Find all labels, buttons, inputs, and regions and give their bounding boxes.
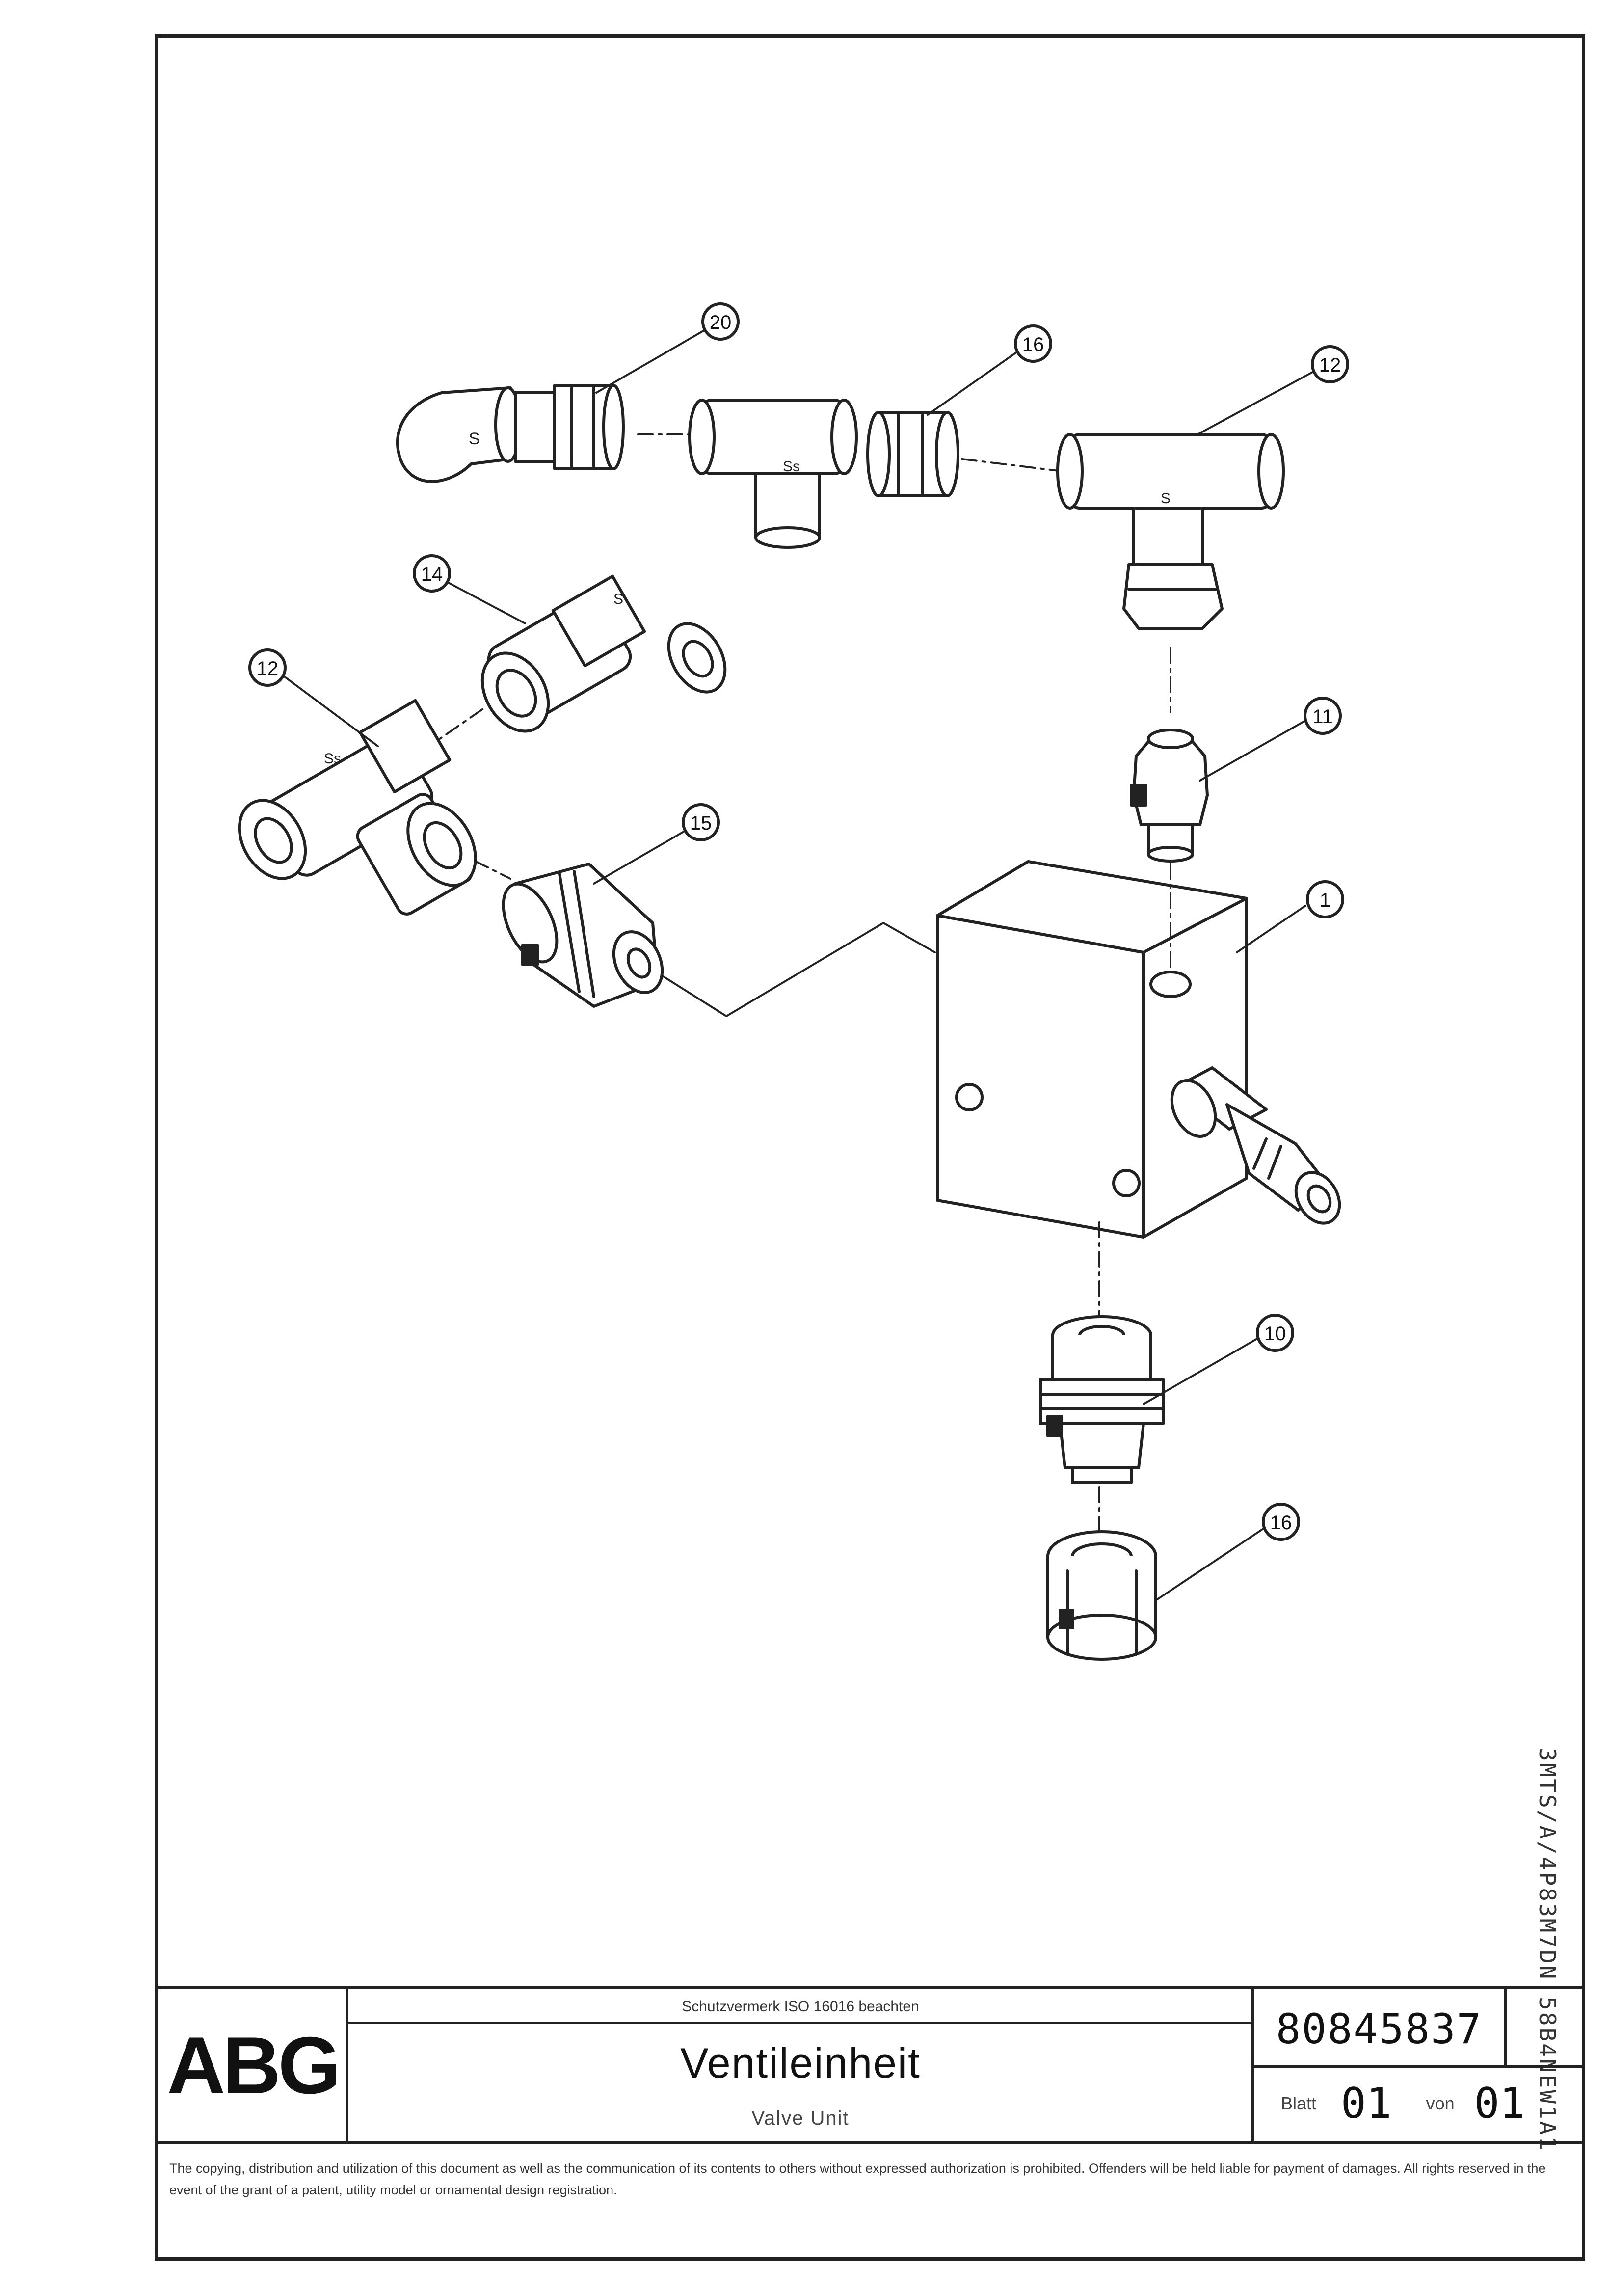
valve-block <box>936 860 1341 1239</box>
callout-label: 16 <box>1022 334 1044 355</box>
callout-bubble: 15 <box>682 803 720 841</box>
callout-bubble: 16 <box>1014 324 1052 363</box>
svg-text:S: S <box>613 591 623 607</box>
copyright-notice: The copying, distribution and utilizatio… <box>169 2161 1546 2197</box>
drawing-frame <box>155 34 1585 2261</box>
series-line: Schutzvermerk ISO 16016 beachten <box>682 1999 919 2015</box>
callout-label: 12 <box>1319 354 1341 376</box>
sheet-total: 01 <box>1474 2079 1525 2128</box>
callout-label: 14 <box>421 564 443 585</box>
adapter-fitting-10 <box>1039 1315 1165 1484</box>
callout-bubble: 16 <box>1262 1503 1300 1541</box>
svg-text:S: S <box>1161 490 1171 507</box>
adapter-fitting-11 <box>1130 729 1209 863</box>
callout-bubble: 20 <box>701 302 740 341</box>
union-nut-16 <box>1046 1530 1157 1661</box>
callout-label: 10 <box>1264 1323 1286 1345</box>
tee-fitting-12-left: Ss <box>238 699 477 916</box>
elbow-fitting: S <box>396 384 625 483</box>
svg-text:Ss: Ss <box>324 751 341 767</box>
callout-label: 1 <box>1320 890 1330 911</box>
callout-bubble: 12 <box>1311 345 1349 383</box>
sheet-info: Blatt 01 von 01 <box>1254 2067 1583 2140</box>
callout-bubble: 1 <box>1306 880 1344 918</box>
callout-bubble: 14 <box>413 554 451 593</box>
title-block-grid <box>155 1986 1584 2144</box>
callout-label: 15 <box>690 812 712 834</box>
svg-text:S: S <box>469 430 480 448</box>
tee-fitting-14: S <box>480 574 727 733</box>
callout-label: 16 <box>1270 1512 1292 1534</box>
tee-fitting-middle: Ss <box>688 399 959 549</box>
svg-text:Ss: Ss <box>783 459 800 475</box>
callout-leaders <box>281 328 1316 1601</box>
sheet-number: 01 <box>1341 2079 1392 2128</box>
drawing-title-english: Valve Unit <box>751 2107 850 2129</box>
drawing-title-german: Ventileinheit <box>680 2039 921 2087</box>
callout-label: 12 <box>257 658 279 679</box>
block-side-fitting <box>1170 1066 1341 1225</box>
sheet-label: Blatt <box>1281 2093 1317 2113</box>
callout-label: 11 <box>1312 706 1333 728</box>
company-logo: ABG <box>167 2020 341 2110</box>
document-number: 80845837 <box>1276 2004 1483 2053</box>
adapter-fitting-15 <box>502 863 664 1008</box>
callout-label: 20 <box>710 312 732 333</box>
of-label: von <box>1426 2093 1455 2113</box>
callout-bubble: 12 <box>248 648 287 687</box>
callout-bubble: 10 <box>1256 1314 1294 1352</box>
callout-bubble: 11 <box>1304 697 1342 735</box>
tee-fitting-right: S <box>1056 433 1285 630</box>
